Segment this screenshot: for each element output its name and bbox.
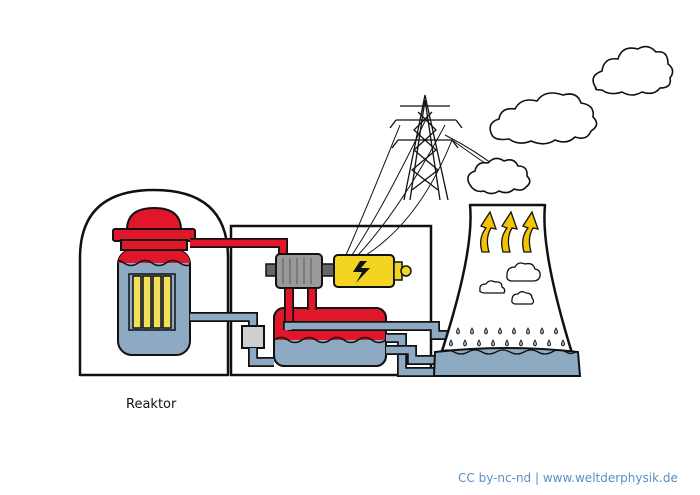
power-lines	[345, 114, 511, 256]
reactor-vessel	[112, 206, 196, 356]
steam-arrows	[480, 210, 539, 253]
reactor-label: Reaktor	[126, 397, 177, 412]
generator	[333, 254, 412, 288]
pump	[241, 325, 265, 349]
tower-clouds	[479, 262, 541, 305]
water-droplets	[449, 327, 565, 347]
lightning-icon	[353, 261, 370, 283]
turbine	[265, 253, 335, 289]
cloud-large	[592, 45, 674, 96]
cloud-small	[467, 157, 531, 195]
cloud-medium	[489, 92, 598, 145]
transmission-pylon	[389, 94, 463, 201]
fuel-rods	[132, 275, 172, 329]
credit-footer[interactable]: CC by-nc-nd | www.weltderphysik.de	[458, 471, 678, 485]
cooling-tower	[432, 203, 582, 377]
sky-clouds	[467, 45, 674, 195]
